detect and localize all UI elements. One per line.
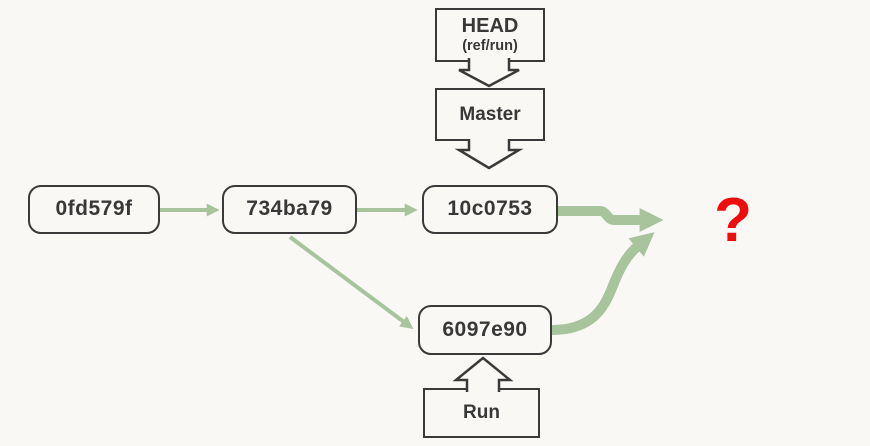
block-arrow-head-to-master (458, 58, 520, 88)
arrow-10c0753-to-unknown (557, 206, 664, 232)
master-ref-label: Master (459, 103, 521, 125)
head-ref-subtitle: (ref/run) (462, 38, 518, 55)
commit-node-734ba79: 734ba79 (222, 185, 357, 234)
commit-node-10c0753: 10c0753 (422, 185, 558, 234)
commit-hash-label: 10c0753 (447, 197, 533, 221)
run-ref-label: Run (463, 402, 500, 424)
commit-node-6097e90: 6097e90 (418, 305, 552, 355)
head-ref-box: HEAD (ref/run) (435, 8, 545, 62)
arrow-6097e90-to-unknown (551, 232, 655, 335)
unknown-commit-question-mark: ? (714, 186, 752, 255)
block-arrow-run-to-6097e90 (452, 356, 514, 392)
arrow-734ba79-to-6097e90 (288, 235, 414, 329)
head-ref-title: HEAD (461, 15, 519, 38)
commit-hash-label: 734ba79 (246, 197, 333, 221)
block-arrow-master-to-10c0753 (454, 139, 524, 170)
commit-node-0fd579f: 0fd579f (28, 185, 160, 234)
commit-hash-label: 6097e90 (442, 317, 528, 341)
commit-hash-label: 0fd579f (55, 197, 133, 221)
